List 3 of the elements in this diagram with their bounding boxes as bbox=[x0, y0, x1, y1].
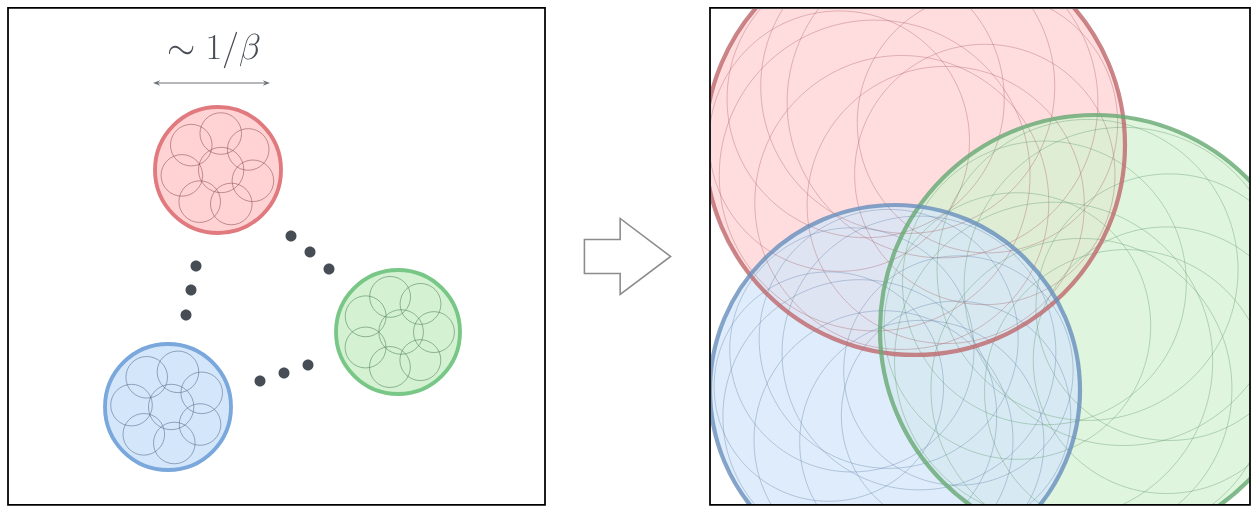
block-arrow bbox=[583, 216, 672, 297]
size-label: $\sim 1/\beta$ bbox=[169, 31, 260, 69]
panel-frame bbox=[7, 7, 546, 506]
